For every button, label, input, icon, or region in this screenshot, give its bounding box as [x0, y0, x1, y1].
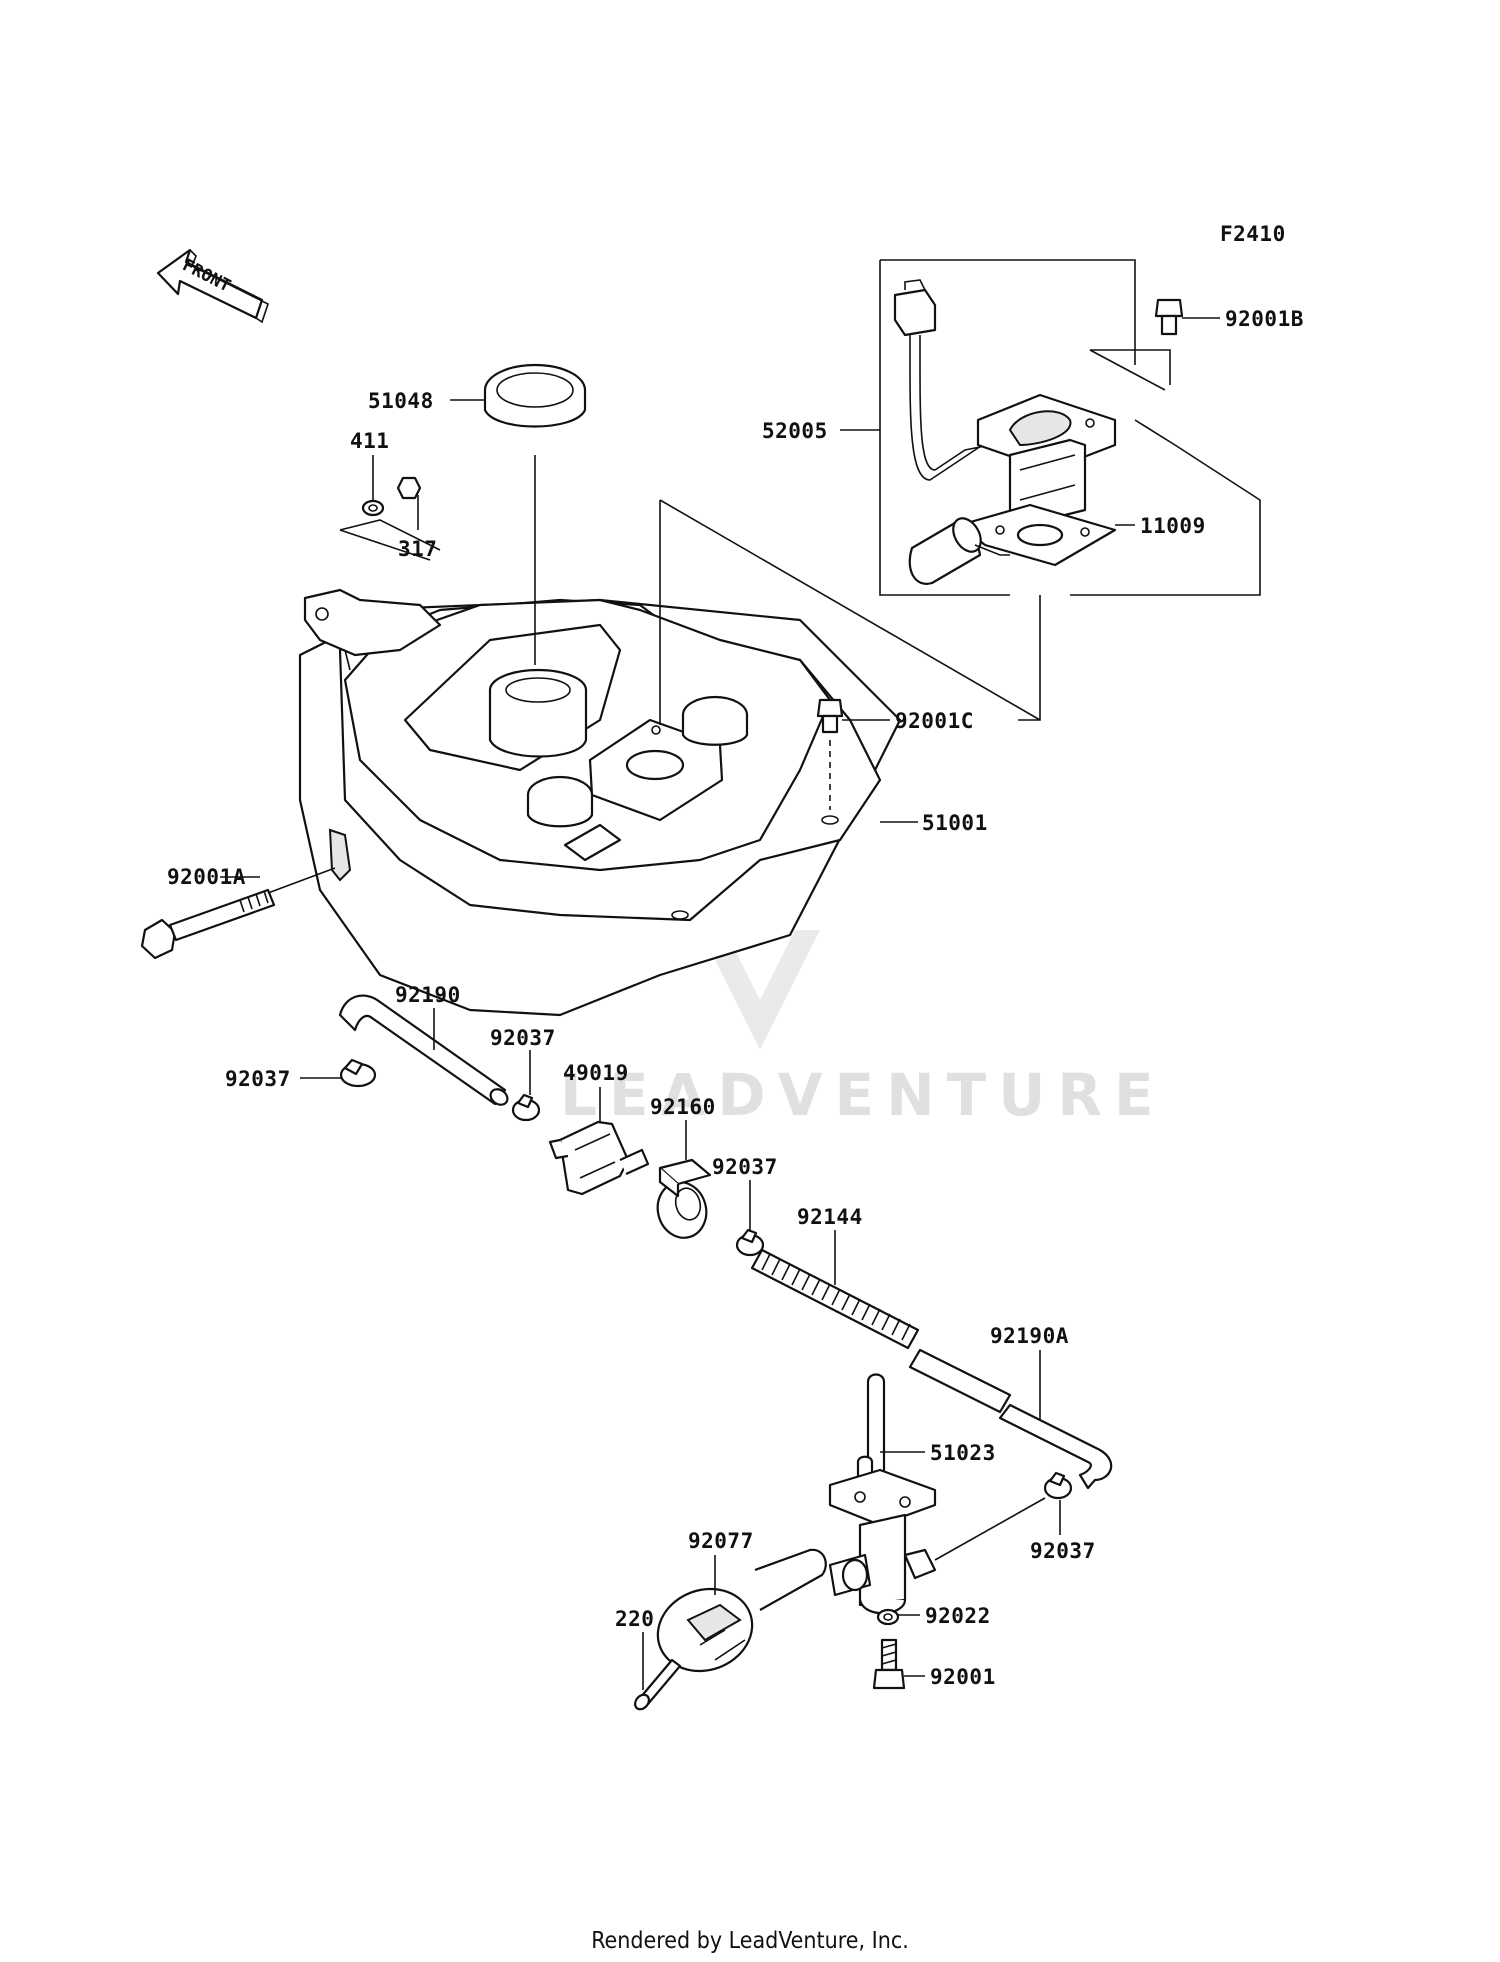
- front-arrow-icon: FRONT: [156, 248, 269, 324]
- label-411: 411: [350, 429, 389, 453]
- part-92001-bolt: [872, 1638, 906, 1690]
- label-92001A: 92001A: [167, 865, 246, 889]
- part-92190A-hose: [908, 1348, 1113, 1490]
- part-92160-holder: [656, 1158, 712, 1239]
- part-49019-fuel-filter: [548, 1120, 650, 1196]
- part-411-washer: [361, 499, 385, 517]
- label-92037-c: 92037: [712, 1155, 778, 1179]
- label-92001C: 92001C: [895, 709, 974, 733]
- label-92037-a: 92037: [225, 1067, 291, 1091]
- part-220-screw: [634, 1658, 682, 1711]
- part-92037-clamp-b: [511, 1093, 541, 1122]
- fuel-tank: [298, 588, 902, 1017]
- label-220: 220: [615, 1607, 654, 1631]
- label-92160: 92160: [650, 1095, 716, 1119]
- part-92037-clamp-a: [339, 1058, 377, 1088]
- label-51001: 51001: [922, 811, 988, 835]
- diagram-code: F2410: [1220, 222, 1286, 246]
- label-11009: 11009: [1140, 514, 1206, 538]
- part-92001C-bolt: [816, 698, 844, 810]
- label-51048: 51048: [368, 389, 434, 413]
- label-92144: 92144: [797, 1205, 863, 1229]
- label-92001B: 92001B: [1225, 307, 1304, 331]
- label-92190A: 92190A: [990, 1324, 1069, 1348]
- label-92037-d: 92037: [1030, 1539, 1096, 1563]
- label-49019: 49019: [563, 1061, 629, 1085]
- part-92190-hose: [338, 994, 509, 1106]
- part-51023-fuel-valve: [828, 1373, 937, 1615]
- part-317-nut: [396, 476, 422, 500]
- label-92022: 92022: [925, 1604, 991, 1628]
- part-92077-cap: [656, 1548, 827, 1673]
- label-51023: 51023: [930, 1441, 996, 1465]
- part-92001B-bolt: [1154, 298, 1184, 336]
- watermark-text: LEADVENTURE: [560, 1061, 1166, 1129]
- label-92001: 92001: [930, 1665, 996, 1689]
- part-52005-fuel-pump-assembly: [879, 259, 1261, 596]
- part-92001A-bolt: [140, 888, 276, 960]
- part-92037-clamp-d: [1043, 1471, 1073, 1500]
- part-92022-washer: [876, 1608, 900, 1626]
- label-92077: 92077: [688, 1529, 754, 1553]
- footer-credit: Rendered by LeadVenture, Inc.: [591, 1928, 909, 1954]
- label-92190: 92190: [395, 983, 461, 1007]
- part-92037-clamp-c: [735, 1228, 765, 1257]
- label-317: 317: [398, 537, 437, 561]
- label-52005: 52005: [762, 419, 828, 443]
- label-92037-b: 92037: [490, 1026, 556, 1050]
- part-51048-gasket: [483, 363, 587, 428]
- part-92144-spring: [750, 1248, 920, 1350]
